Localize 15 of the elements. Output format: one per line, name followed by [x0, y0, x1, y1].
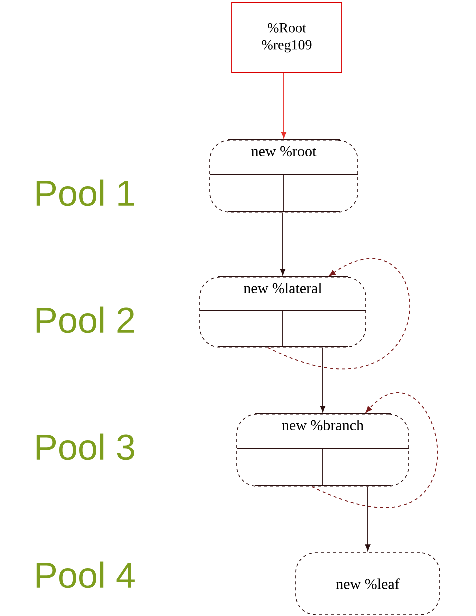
arrow	[280, 212, 286, 276]
arrow	[365, 486, 371, 552]
pool-label: Pool 3	[36, 434, 134, 460]
arrow	[268, 259, 410, 370]
pool-label: Pool 4	[36, 562, 135, 588]
pool-label: Pool 1	[36, 180, 134, 206]
register-box: %Root %reg109	[232, 2, 342, 74]
record-node: new %lateral	[200, 276, 366, 348]
arrow	[312, 393, 438, 508]
record-node: new %root	[210, 140, 358, 213]
arrow	[320, 347, 326, 413]
record-node: new %branch	[236, 414, 410, 487]
pool-label: Pool 2	[36, 306, 134, 334]
arrow	[281, 73, 287, 139]
record-node: new %leaf	[296, 552, 440, 616]
